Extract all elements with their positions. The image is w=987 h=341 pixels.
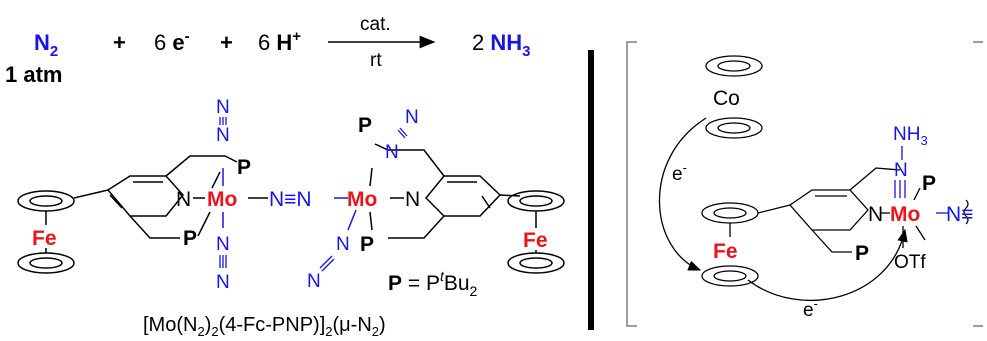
plus-sign-1: + [113,30,126,55]
pyridine-n-right: N [405,188,420,211]
pyridine-left [106,175,184,217]
left-complex-atoms: Fe N Mo P P N N N N N≡N Mo N P P N N N N… [32,97,548,293]
mo-atom-right: Mo [347,188,377,211]
left-bracket [626,41,637,327]
p-atom-left-top: P [237,156,251,179]
ammonia-product: 2 NH3 [472,30,531,60]
mechanism-panel [626,41,983,327]
temperature-label: rt [370,50,382,71]
pyridine-n-left: N [176,188,191,211]
reaction-equation: N2 1 atm + 6 e- + 6 H+ cat. rt 2 NH3 [5,14,531,87]
catalyst-label: cat. [360,14,391,35]
n-right-b: N [385,142,399,163]
nh3-label: NH3 [893,124,928,148]
n-bottom-b: N [216,272,230,293]
electron-term: 6 e- [154,28,190,55]
n-top-b: N [216,125,230,146]
ferrocene-left [17,190,75,274]
plus-sign-2: + [220,30,233,55]
complex-formula: [Mo(N2)2(4-Fc-PNP)]2(μ-N2) [143,314,386,339]
pyridine-right [424,175,502,217]
n-bottom-a: N [216,234,230,255]
terminal-n2-bonds [219,117,408,272]
electron-label-2: e- [803,296,818,321]
p-atom-mechanism-top: P [922,172,936,195]
proton-term: 6 H+ [258,28,301,55]
pyridine-n-mechanism: N [868,203,883,226]
p-atom-left-bottom: P [183,227,197,250]
n2-stub: N≡ [946,203,973,226]
n-top-a: N [216,97,230,118]
p-atom-right-top: P [358,114,372,137]
bridging-n2: N≡N [269,188,312,211]
fe-atom-mechanism: Fe [713,240,738,263]
pressure-label: 1 atm [5,62,62,87]
co-atom: Co [713,87,740,110]
n-lower-b: N [307,271,321,292]
n-atom-mechanism: N [894,160,908,181]
p-atom-mechanism-bottom: P [855,242,869,265]
mechanism-atoms: Co Fe N Mo P P N NH3 OTf N≡ e- e- [672,87,973,321]
n-lower-a: N [336,234,350,255]
ferrocene-right [507,190,565,274]
p-legend: P = PtBu2 [388,268,478,299]
p-atom-right-bottom: P [360,233,374,256]
mo-atom-left: Mo [207,188,237,211]
n-right-a: N [405,107,419,128]
n2-label: N2 [34,30,58,60]
mo-atom-mechanism: Mo [890,203,920,226]
electron-arrow-fe-mo [747,228,908,301]
fe-atom-left: Fe [32,227,57,250]
left-complex [17,143,565,274]
electron-label-1: e- [672,160,687,185]
fe-atom-right: Fe [523,229,548,252]
vertical-divider [588,50,594,330]
otf-label: OTf [894,252,926,273]
electron-arrow-co-fe [658,117,707,271]
cobaltocene [705,55,763,139]
